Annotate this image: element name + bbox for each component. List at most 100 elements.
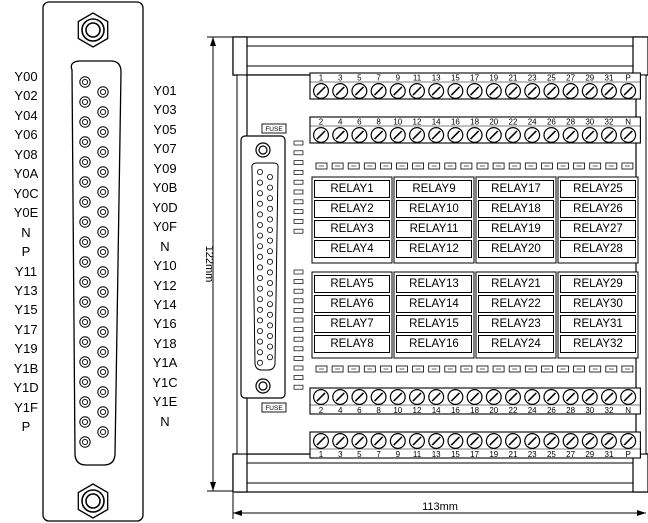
- terminal-bottom-even-label: 32: [605, 406, 614, 415]
- connector-pin-right-core: [99, 348, 107, 356]
- terminal-top-even-label: 22: [509, 118, 518, 127]
- width-arrow-left: [233, 510, 242, 516]
- terminal-bottom-even-screw-slot: [585, 392, 595, 402]
- pin-label-left: Y0E: [13, 205, 39, 221]
- board-pin-right: [266, 269, 273, 276]
- resistor-lower: [293, 375, 304, 380]
- relay-label: RELAY7: [314, 315, 390, 333]
- terminal-bottom-even-screw-slot: [508, 392, 518, 402]
- board-pin-right: [266, 290, 273, 297]
- terminal-bottom-even-label: 24: [528, 406, 537, 415]
- terminal-top-odd-screw-slot: [316, 86, 326, 96]
- terminal-top-even-label: 16: [451, 118, 460, 127]
- fuse-top-label: FUSE: [265, 126, 283, 133]
- terminal-top-even-screw-slot: [489, 130, 499, 140]
- terminal-top-even-screw-slot: [565, 130, 576, 140]
- board-pin-left: [256, 317, 263, 324]
- connector-pin-left-core: [81, 358, 89, 366]
- terminal-bottom-even-screw-slot: [412, 392, 422, 402]
- pin-label-left: Y08: [14, 146, 38, 162]
- terminal-top-even-label: 26: [547, 118, 556, 127]
- terminal-bottom-even-label: 14: [432, 406, 441, 415]
- connector-pin-left-core: [81, 98, 89, 106]
- terminal-top-odd-screw-slot: [450, 86, 461, 96]
- terminal-top-even-label: 8: [376, 118, 381, 127]
- board-pin-right: [266, 173, 273, 180]
- pin-label-right: Y10: [153, 258, 177, 274]
- terminal-bottom-even-label: 22: [509, 406, 518, 415]
- relay-label: RELAY6: [314, 295, 390, 313]
- relay-label: RELAY5: [314, 275, 390, 293]
- terminal-bottom-odd-label: 27: [566, 450, 575, 459]
- terminal-top-even-screw-slot: [508, 130, 518, 140]
- terminal-bottom-odd-label: 19: [489, 450, 498, 459]
- terminal-top-even-label: 12: [413, 118, 422, 127]
- relay-label: RELAY30: [560, 295, 636, 313]
- terminal-top-odd-screw-slot: [623, 86, 633, 96]
- terminal-bottom-even-label: 26: [547, 406, 556, 415]
- terminal-bottom-even-label: 16: [451, 406, 460, 415]
- relay-label: RELAY1: [314, 180, 390, 198]
- resistor-lower: [293, 317, 304, 323]
- pin-label-right: Y12: [153, 277, 177, 293]
- relay-label: RELAY8: [314, 335, 390, 353]
- terminal-top-odd-label: 1: [319, 74, 324, 83]
- relay-label: RELAY13: [396, 275, 472, 293]
- relay-label: RELAY18: [478, 200, 554, 218]
- resistor-upper: [293, 228, 304, 234]
- pin-label-right: Y05: [153, 121, 177, 137]
- terminal-top-odd-label: 11: [413, 74, 422, 83]
- board-pin-left: [256, 211, 263, 218]
- resistor-lower: [293, 365, 304, 371]
- board-connector-screw-top-hole: [258, 145, 268, 155]
- fuse-bottom: [261, 402, 287, 413]
- board-pin-right: [266, 205, 273, 212]
- pin-label-right: Y07: [153, 141, 177, 157]
- board-pin-left: [256, 200, 263, 207]
- terminal-top-even-screw-slot: [431, 130, 441, 140]
- terminal-bottom-odd-screw-slot: [335, 436, 345, 446]
- terminal-bottom-odd-screw-slot: [316, 436, 326, 446]
- terminal-bottom-even-label: 8: [376, 406, 381, 415]
- connector-pin-left-core: [81, 138, 89, 146]
- terminal-bottom-even-screw-slot: [316, 392, 326, 402]
- terminal-bottom-odd-label: 17: [470, 450, 479, 459]
- resistor-upper: [293, 170, 304, 175]
- terminal-bottom-odd-screw-slot: [585, 436, 595, 446]
- connector-pin-left-core: [81, 178, 89, 186]
- resistor-lower: [293, 384, 304, 390]
- height-arrow-top: [210, 37, 216, 46]
- pin-label-right: N: [160, 413, 170, 429]
- terminal-bottom-even-screw-slot: [489, 392, 499, 402]
- terminal-bottom-odd-label: 7: [376, 450, 381, 459]
- pin-label-right: Y09: [153, 160, 177, 176]
- relay-label: RELAY32: [560, 335, 636, 353]
- terminal-top-even-label: 6: [357, 118, 362, 127]
- board-pin-left: [256, 243, 263, 250]
- terminal-top-odd-label: 23: [528, 74, 537, 83]
- terminal-top-even-label: 30: [585, 118, 594, 127]
- relay-label: RELAY31: [560, 315, 636, 333]
- terminal-bottom-even-screw-slot: [604, 392, 614, 402]
- board-pin-right: [266, 332, 273, 339]
- board-pin-left: [256, 349, 263, 356]
- board-connector-shell: [251, 162, 279, 371]
- terminal-bottom-odd-screw-slot: [393, 436, 403, 446]
- resistor-lower: [293, 298, 304, 304]
- terminal-bottom-odd-screw-slot: [373, 436, 384, 446]
- terminal-bottom-even-screw-slot: [450, 392, 461, 402]
- terminal-top-even-label: 14: [432, 118, 441, 127]
- terminal-top-even-screw-slot: [469, 130, 480, 140]
- rail-bottom: [232, 453, 648, 493]
- board-pin-left: [256, 168, 263, 175]
- terminal-bottom-even-label: 4: [338, 406, 343, 415]
- connector-pin-left-core: [81, 258, 89, 266]
- pin-label-right: Y0F: [153, 219, 177, 235]
- board-pin-left: [256, 296, 263, 303]
- pin-label-right: N: [160, 238, 170, 254]
- terminal-bottom-odd-screw-slot: [565, 436, 576, 446]
- terminal-bottom-even-label: 28: [566, 406, 575, 415]
- connector-bottom-hex-nut-hole: [85, 493, 101, 509]
- connector-pin-left-core: [81, 198, 89, 206]
- board-pin-right: [266, 184, 273, 191]
